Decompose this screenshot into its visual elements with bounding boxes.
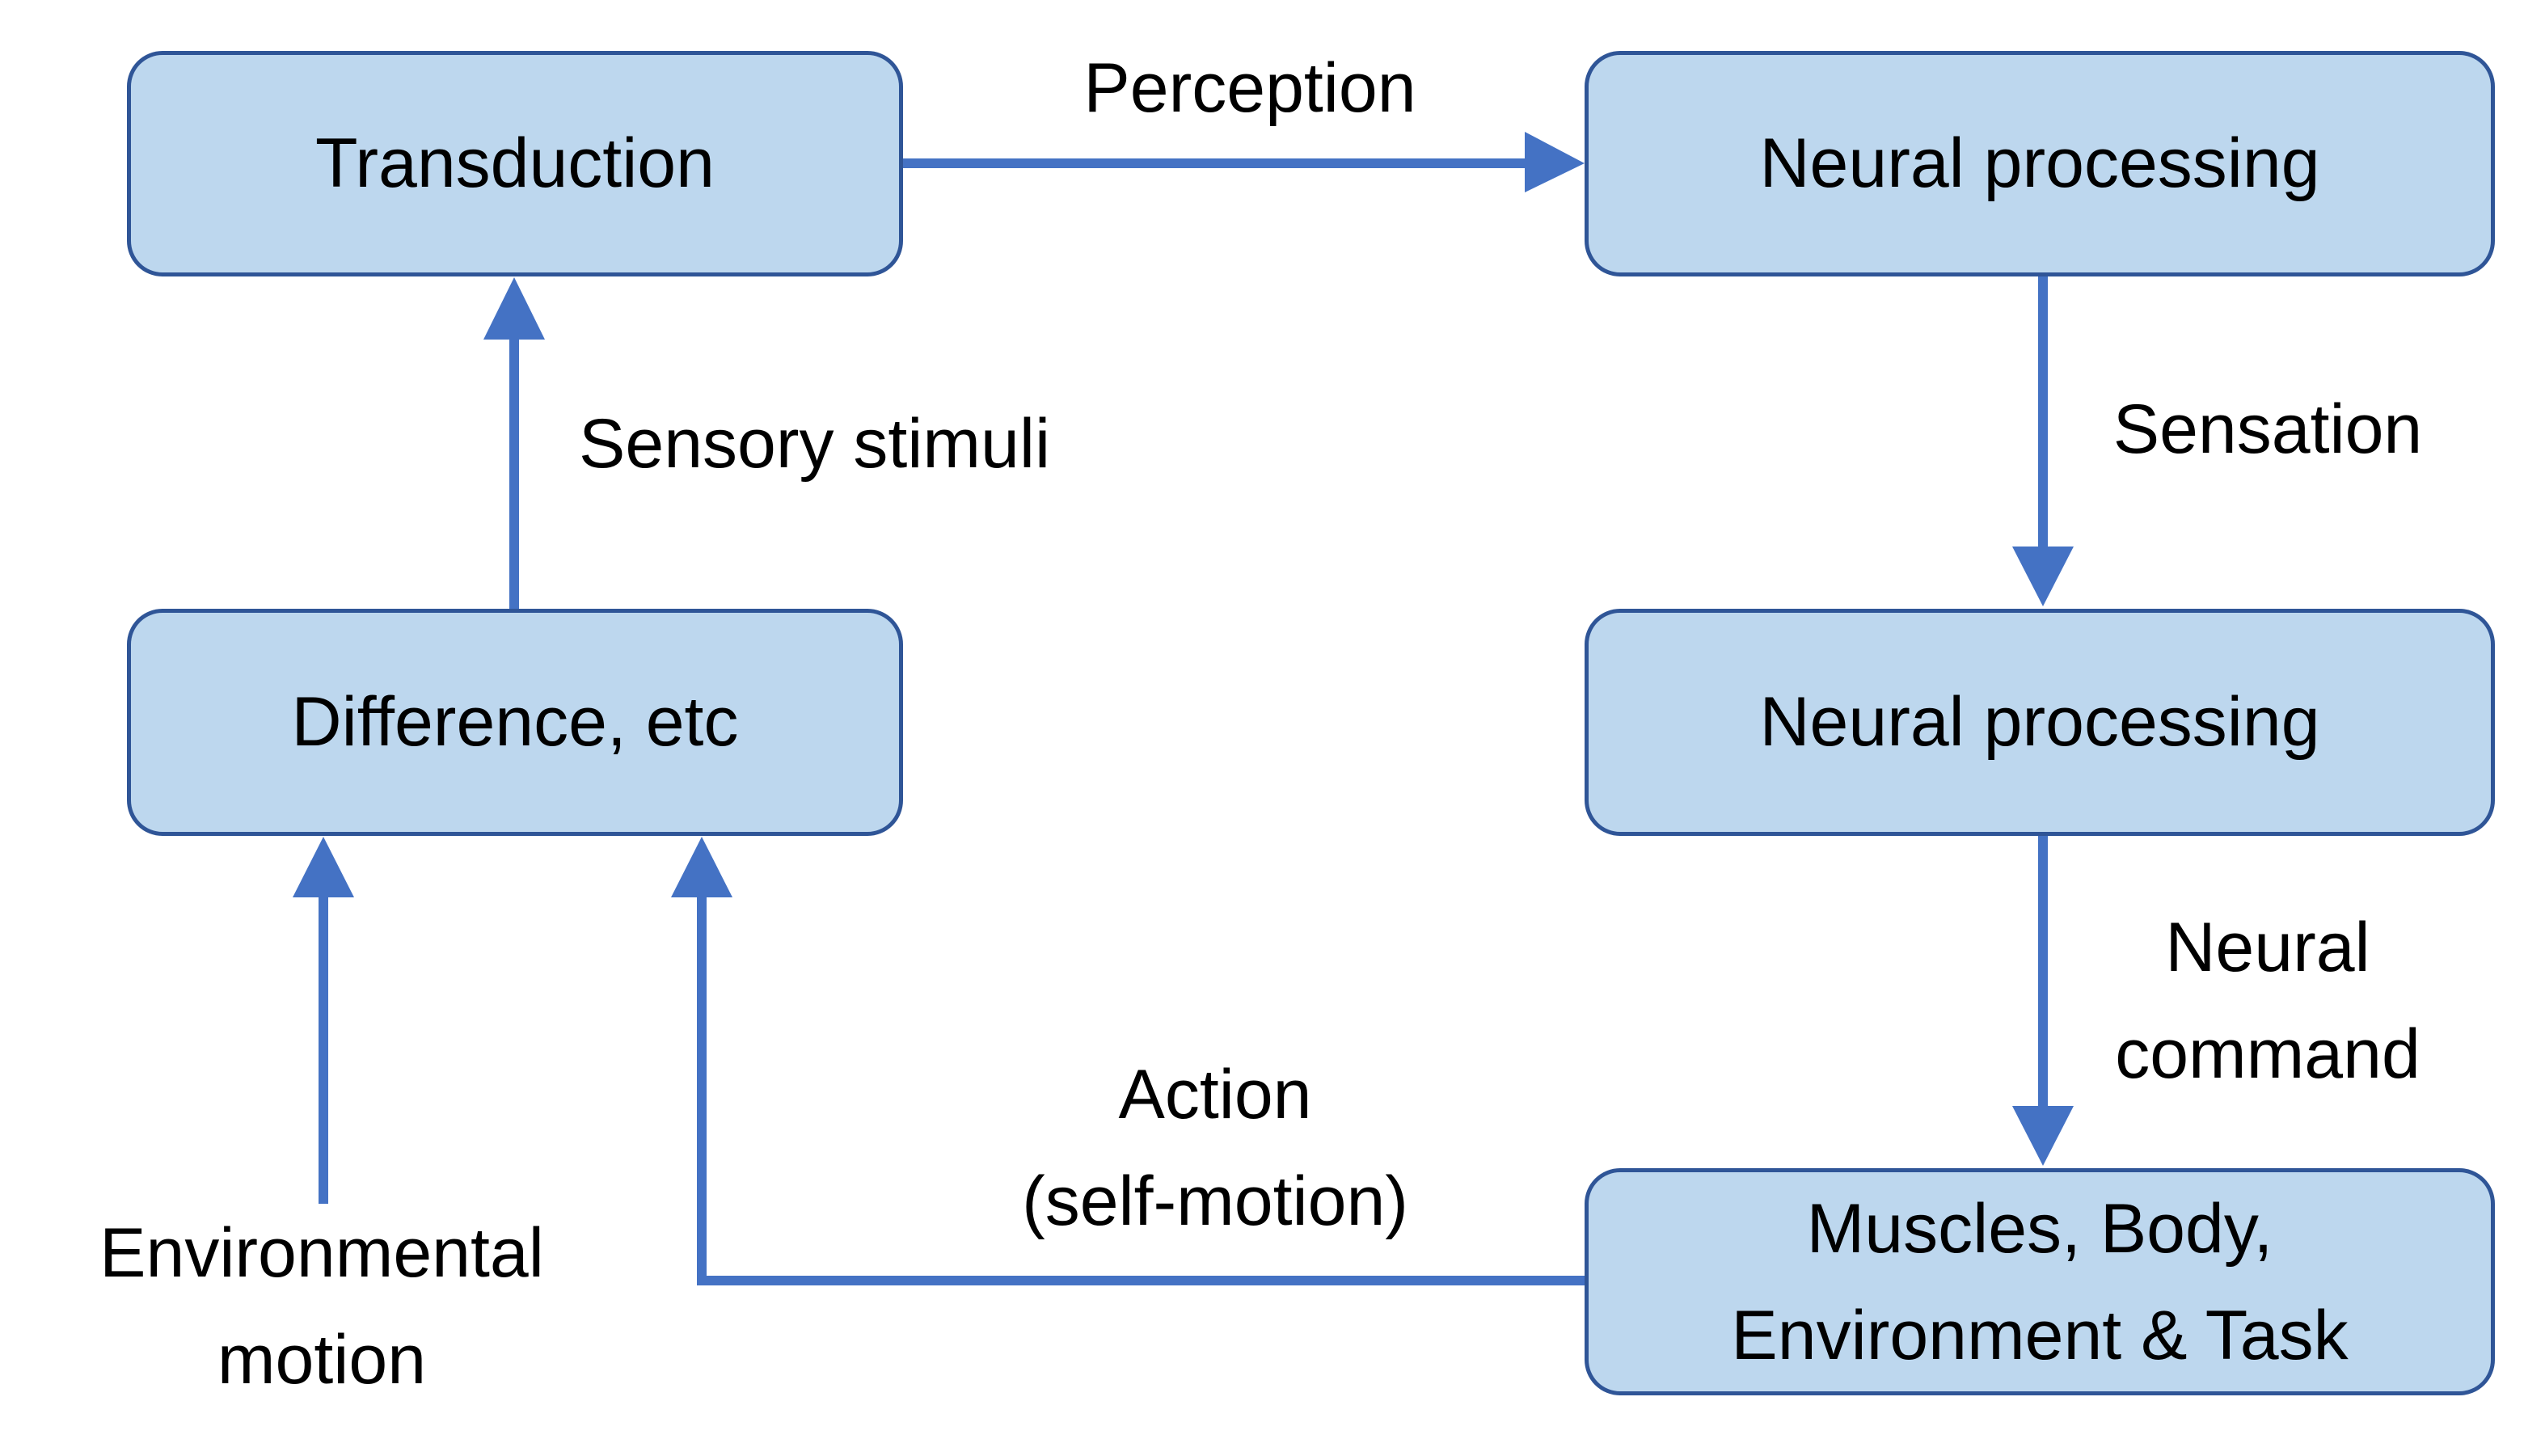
perception-label: Perception — [1083, 49, 1416, 127]
neural-processing-label-1: Neural processing — [1759, 124, 2320, 202]
sensory-stimuli-arrow — [483, 277, 545, 609]
sensation-label: Sensation — [2112, 390, 2423, 468]
sensation-arrow — [2012, 276, 2074, 606]
neural-command-label: Neural command — [2066, 894, 2470, 1108]
muscles-label-line1: Muscles, Body, — [1806, 1189, 2273, 1268]
action-line2: (self-motion) — [1022, 1163, 1408, 1240]
transduction-label: Transduction — [315, 124, 715, 202]
sensory-stimuli-label: Sensory stimuli — [579, 405, 1051, 483]
neural-command-arrow — [2012, 835, 2074, 1166]
difference-label: Difference, etc — [291, 683, 739, 761]
neural-command-line2: command — [2115, 1015, 2420, 1093]
muscles-body-box: Muscles, Body, Environment & Task — [1585, 1168, 2495, 1395]
difference-box: Difference, etc — [127, 609, 903, 836]
environmental-motion-arrow — [293, 837, 354, 1204]
environmental-motion-label: Environmental motion — [39, 1200, 605, 1413]
environmental-line2: motion — [217, 1321, 427, 1399]
muscles-label-line2: Environment & Task — [1731, 1296, 2349, 1374]
neural-processing-box-1: Neural processing — [1585, 51, 2495, 276]
neural-command-line1: Neural — [2165, 909, 2370, 986]
perception-arrow — [902, 132, 1585, 192]
action-arrow — [671, 837, 1594, 1285]
neural-processing-box-2: Neural processing — [1585, 609, 2495, 836]
transduction-box: Transduction — [127, 51, 903, 276]
environmental-line1: Environmental — [99, 1214, 544, 1292]
action-line1: Action — [1118, 1056, 1312, 1133]
neural-processing-label-2: Neural processing — [1759, 683, 2320, 761]
action-label: Action (self-motion) — [932, 1041, 1498, 1255]
